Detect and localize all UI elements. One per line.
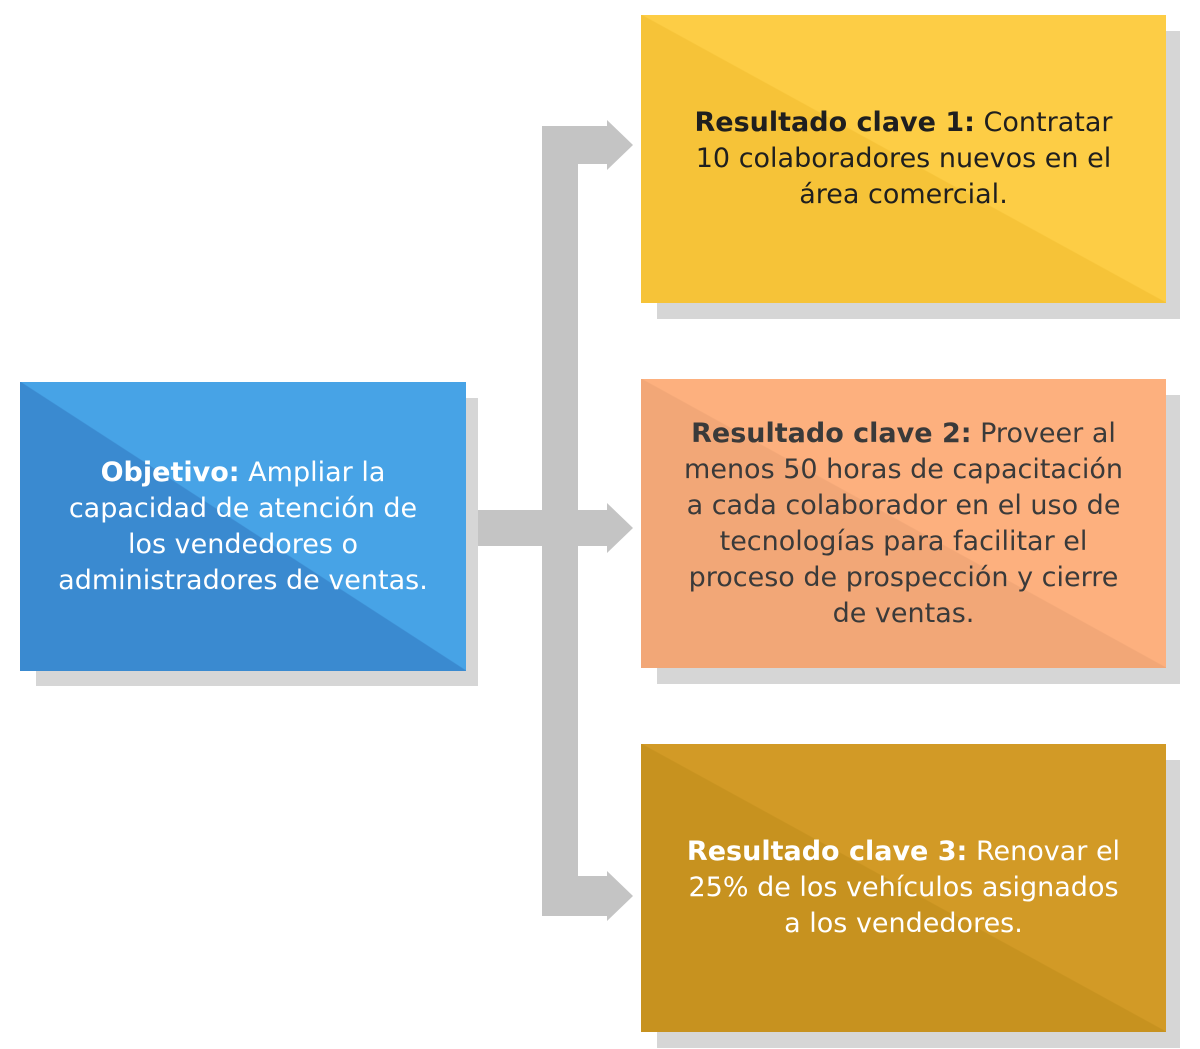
key-result-2-card: Resultado clave 2: Proveer al menos 50 h… [641, 379, 1166, 668]
objective-card: Objetivo: Ampliar la capacidad de atenci… [20, 382, 466, 671]
connector-branch-1 [578, 126, 612, 164]
connector-group [466, 120, 633, 921]
objective-description: Ampliar la capacidad de atención de los … [58, 456, 428, 596]
arrowhead-1 [607, 120, 633, 170]
key-result-1-card: Resultado clave 1: Contratar 10 colabora… [641, 15, 1166, 303]
key-result-3-text: Resultado clave 3: Renovar el 25% de los… [679, 834, 1128, 942]
key-result-3-description: Renovar el 25% de los vehículos asignado… [688, 836, 1121, 939]
key-result-3-card: Resultado clave 3: Renovar el 25% de los… [641, 744, 1166, 1032]
arrowhead-3 [607, 871, 633, 921]
key-result-1-label: Resultado clave 1: [694, 107, 975, 138]
arrowhead-2 [607, 503, 633, 553]
key-result-2-description: Proveer al menos 50 horas de capacitació… [684, 417, 1123, 629]
connector-spine [542, 126, 578, 916]
key-result-1-description: Contratar 10 colaboradores nuevos en el … [695, 107, 1113, 210]
key-result-2-text: Resultado clave 2: Proveer al menos 50 h… [679, 416, 1128, 632]
objective-label: Objetivo: [100, 456, 240, 488]
connector-branch-2 [578, 510, 612, 546]
objective-text: Objetivo: Ampliar la capacidad de atenci… [56, 455, 430, 599]
key-result-2-label: Resultado clave 2: [691, 417, 972, 449]
key-result-1-text: Resultado clave 1: Contratar 10 colabora… [679, 105, 1128, 213]
connector-branch-3 [578, 876, 612, 916]
key-result-3-label: Resultado clave 3: [686, 836, 968, 867]
